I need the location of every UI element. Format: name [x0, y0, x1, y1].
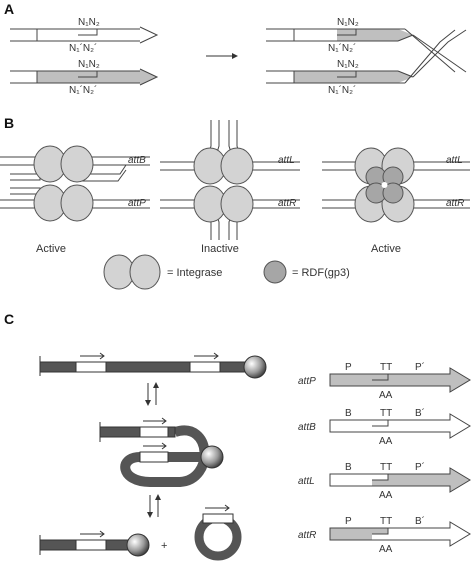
complex1-site-top: attB — [128, 155, 146, 166]
attl-site — [329, 467, 471, 493]
dna-top-right-lower: N₁´N₂´ — [328, 42, 356, 54]
dna-bottom-right-lower: N₁´N₂´ — [328, 84, 356, 96]
dna-bottom-left-upper: N₁N₂ — [78, 59, 100, 70]
panel-label-a: A — [4, 1, 14, 17]
rdf-legend-label: = RDF(gp3) — [292, 267, 350, 279]
plus-sign: + — [161, 540, 167, 552]
dna-bottom-left — [10, 68, 159, 86]
equilibrium-arrows-1 — [145, 382, 159, 406]
dna-bottom-right-upper: N₁N₂ — [337, 59, 359, 70]
complex3-site-bottom: attR — [446, 198, 464, 209]
attp-core-top: TT — [380, 362, 392, 373]
complex-attl-attr-inactive — [160, 120, 300, 240]
dna-top-left-upper: N₁N₂ — [78, 17, 100, 28]
dna-top-right — [266, 28, 467, 73]
panel-label-c: C — [4, 311, 14, 327]
attp-right: P´ — [415, 361, 425, 373]
integrase-legend-label: = Integrase — [167, 267, 222, 279]
attr-core-top: TT — [380, 516, 392, 527]
dna-top-left — [10, 26, 159, 44]
attl-right: P´ — [415, 461, 425, 473]
circular-product — [194, 504, 242, 561]
complex2-state: Inactive — [201, 243, 239, 255]
linear-substrate — [39, 352, 267, 379]
attl-left: B — [345, 462, 352, 473]
attl-core-top: TT — [380, 462, 392, 473]
attb-core-top: TT — [380, 408, 392, 419]
complex-attb-attp — [0, 145, 150, 222]
complex3-state: Active — [371, 243, 401, 255]
dna-top-left-lower: N₁´N₂´ — [69, 42, 97, 54]
panel-label-b: B — [4, 115, 14, 131]
attp-left: P — [345, 362, 352, 373]
attr-left: P — [345, 516, 352, 527]
attr-name: attR — [298, 530, 316, 541]
attr-core-bottom: AA — [379, 544, 393, 555]
equilibrium-arrows-2 — [147, 494, 161, 518]
looped-synaptic-complex — [99, 417, 224, 487]
dna-bottom-left-lower: N₁´N₂´ — [69, 84, 97, 96]
attp-site — [329, 367, 471, 393]
attl-core-bottom: AA — [379, 490, 393, 501]
attb-left: B — [345, 408, 352, 419]
attr-right: B´ — [415, 515, 425, 527]
integrase-legend-icon — [103, 254, 161, 290]
complex2-site-top: attL — [278, 155, 295, 166]
dna-bottom-right — [266, 29, 467, 84]
complex3-site-top: attL — [446, 155, 463, 166]
attr-site — [329, 521, 471, 547]
complex1-site-bottom: attP — [128, 198, 146, 209]
attb-name: attB — [298, 422, 316, 433]
rdf-legend-icon — [263, 260, 287, 284]
attl-name: attL — [298, 476, 315, 487]
dna-top-right-upper: N₁N₂ — [337, 17, 359, 28]
reaction-arrow — [206, 53, 238, 59]
attp-name: attP — [298, 376, 316, 387]
attb-right: B´ — [415, 407, 425, 419]
complex1-state: Active — [36, 243, 66, 255]
linear-product — [39, 530, 150, 557]
complex2-site-bottom: attR — [278, 198, 296, 209]
att-site-schematics — [329, 367, 471, 547]
complex-attl-attr-active — [322, 147, 470, 223]
attp-core-bottom: AA — [379, 390, 393, 401]
attb-core-bottom: AA — [379, 436, 393, 447]
attb-site — [329, 413, 471, 439]
